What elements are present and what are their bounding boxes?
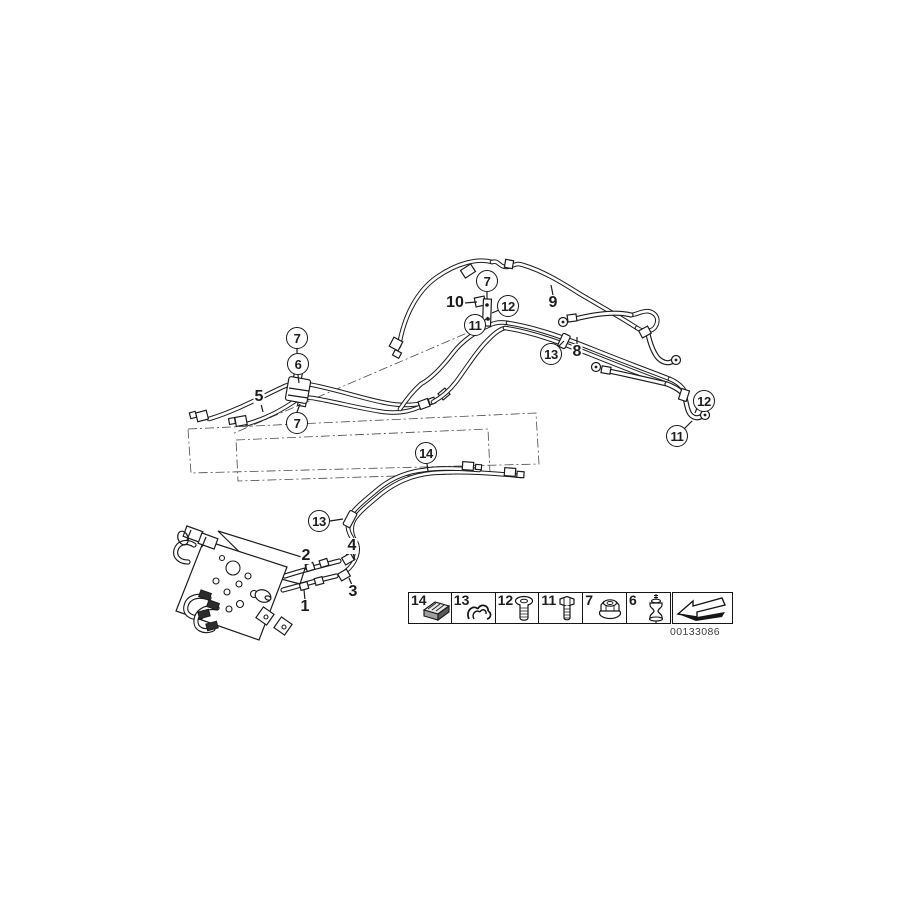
callout-10: 10: [445, 294, 465, 311]
callout-9: 9: [547, 294, 559, 311]
callout-12-bracket: 12: [497, 295, 519, 317]
legend-number: 7: [585, 592, 593, 608]
legend-cell-12: 12: [495, 592, 540, 624]
legend-number: 6: [628, 592, 637, 608]
parts-legend: 14 13 12 11: [408, 592, 671, 624]
legend-cell-7: 7: [583, 592, 627, 624]
callout-14: 14: [415, 442, 437, 464]
document-number: 00133086: [670, 626, 720, 638]
legend-direction-cell: [672, 592, 733, 624]
callout-4: 4: [346, 537, 358, 554]
callout-6-clamp: 6: [287, 353, 309, 375]
pipe-13-14-pair: [337, 460, 525, 578]
socket-head-screw-icon: [515, 595, 534, 621]
pipe-arcs: [388, 258, 511, 412]
pipe-clip-icon: [466, 604, 491, 620]
legend-number: 14: [411, 592, 427, 608]
legend-cell-6: 6: [626, 592, 671, 624]
callout-7-clamp-top: 7: [286, 327, 308, 349]
callout-13-upper: 13: [540, 343, 562, 365]
legend-cell-11: 11: [539, 592, 584, 624]
hex-bolt-icon: [559, 595, 575, 621]
callout-11-right: 11: [666, 425, 688, 447]
callout-7-clamp-bottom: 7: [286, 412, 308, 434]
pipe-5-pair: [188, 381, 451, 428]
callout-1: 1: [299, 598, 311, 615]
legend-number: 11: [541, 592, 557, 608]
direction-arrow-icon: [676, 597, 726, 621]
legend-cell-14: 14: [408, 592, 452, 624]
legend-number: 13: [453, 592, 470, 608]
callout-5: 5: [253, 388, 265, 405]
callout-leaders: [260, 284, 698, 601]
reference-boxes: [187, 326, 540, 482]
callout-12-right: 12: [693, 390, 715, 412]
legend-number: 12: [497, 592, 514, 608]
callout-7-bracket: 7: [476, 270, 498, 292]
pipe-clamp-icon: [422, 601, 451, 622]
callout-13-lower: 13: [308, 510, 330, 532]
legend-cell-13: 13: [451, 592, 496, 624]
pipe-8-and-hose: [502, 320, 711, 421]
pipe-9-and-hoses: [489, 258, 682, 366]
callout-8: 8: [571, 343, 583, 360]
flange-nut-icon: [598, 599, 622, 620]
valve-block: [173, 525, 309, 641]
hoses-1-2-3-4: [280, 552, 356, 593]
callout-3: 3: [347, 583, 359, 600]
callout-2: 2: [300, 547, 312, 564]
rubber-mount-icon: [648, 594, 663, 623]
callout-11-bracket: 11: [464, 314, 486, 336]
